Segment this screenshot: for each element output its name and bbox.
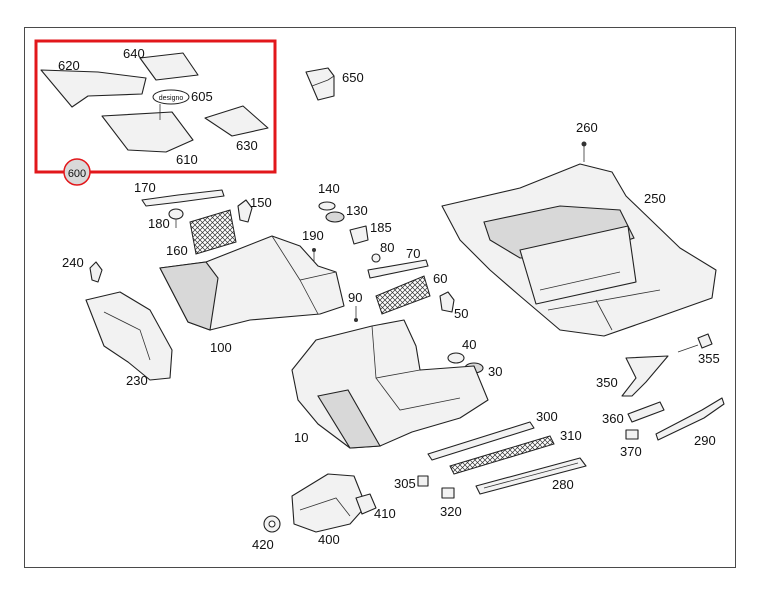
label-620: 620	[58, 58, 80, 73]
label-80: 80	[380, 240, 394, 255]
clip-180[interactable]	[168, 208, 184, 228]
clip-150[interactable]	[237, 199, 253, 223]
clip-50[interactable]	[439, 291, 455, 313]
label-290: 290	[694, 433, 716, 448]
label-355: 355	[698, 351, 720, 366]
screw-190[interactable]	[312, 248, 316, 262]
label-70: 70	[406, 246, 420, 261]
label-50: 50	[454, 306, 468, 321]
label-300: 300	[536, 409, 558, 424]
clip-240[interactable]	[89, 261, 103, 283]
label-605: 605	[191, 89, 213, 104]
floor-mat-630[interactable]	[204, 105, 269, 137]
plug-130[interactable]	[325, 211, 345, 223]
part-labels: 620 640 605 610 630 600 650 260 250 170 …	[58, 46, 720, 552]
label-170: 170	[134, 180, 156, 195]
clip-320[interactable]	[441, 487, 455, 499]
label-260: 260	[576, 120, 598, 135]
label-40: 40	[462, 337, 476, 352]
label-640: 640	[123, 46, 145, 61]
clip-80[interactable]	[371, 253, 381, 263]
bracket-650[interactable]	[305, 67, 335, 101]
clip-360[interactable]	[627, 401, 665, 423]
clip-370[interactable]	[625, 429, 639, 440]
label-310: 310	[560, 428, 582, 443]
label-60: 60	[433, 271, 447, 286]
screw-90[interactable]	[354, 306, 358, 322]
label-250: 250	[644, 191, 666, 206]
label-360: 360	[602, 411, 624, 426]
highlight-box	[34, 39, 277, 174]
label-30: 30	[488, 364, 502, 379]
panel-400[interactable]	[291, 473, 367, 533]
label-610: 610	[176, 152, 198, 167]
label-350: 350	[596, 375, 618, 390]
plug-140[interactable]	[318, 201, 336, 211]
group-badge-600[interactable]	[63, 158, 91, 186]
label-280: 280	[552, 477, 574, 492]
clip-355[interactable]	[677, 333, 713, 353]
label-320: 320	[440, 504, 462, 519]
label-230: 230	[126, 373, 148, 388]
sill-plate-280[interactable]	[475, 457, 587, 495]
label-370: 370	[620, 444, 642, 459]
label-630: 630	[236, 138, 258, 153]
strap-70[interactable]	[367, 259, 429, 279]
label-100: 100	[210, 340, 232, 355]
label-90: 90	[348, 290, 362, 305]
clip-410[interactable]	[355, 493, 377, 515]
label-410: 410	[374, 506, 396, 521]
label-190: 190	[302, 228, 324, 243]
label-160: 160	[166, 243, 188, 258]
label-600: 600	[68, 168, 86, 180]
sill-plate-300[interactable]	[427, 421, 535, 461]
label-180: 180	[148, 216, 170, 231]
strap-170[interactable]	[141, 189, 225, 207]
label-185: 185	[370, 220, 392, 235]
carpet-rear-250[interactable]	[441, 141, 717, 337]
floor-mat-610[interactable]	[101, 104, 194, 153]
label-305: 305	[394, 476, 416, 491]
sill-trim-290[interactable]	[655, 397, 725, 441]
label-240: 240	[62, 255, 84, 270]
floor-mat-620[interactable]	[40, 69, 147, 108]
label-130: 130	[346, 203, 368, 218]
grommet-420[interactable]	[263, 515, 281, 533]
plug-40[interactable]	[447, 352, 465, 364]
floor-mat-640[interactable]	[139, 52, 199, 81]
mesh-160[interactable]	[189, 209, 237, 255]
panel-230[interactable]	[85, 291, 173, 381]
sill-plate-310[interactable]	[449, 435, 555, 475]
emblem-605[interactable]: designo	[152, 89, 190, 105]
label-650: 650	[342, 70, 364, 85]
carpet-main-10[interactable]	[291, 319, 489, 449]
label-420: 420	[252, 537, 274, 552]
emblem-text: designo	[159, 95, 184, 102]
carpet-front-100[interactable]	[159, 235, 345, 331]
label-10: 10	[294, 430, 308, 445]
label-150: 150	[250, 195, 272, 210]
clip-185[interactable]	[349, 225, 369, 245]
label-400: 400	[318, 532, 340, 547]
clip-305[interactable]	[417, 475, 429, 487]
label-140: 140	[318, 181, 340, 196]
mesh-60[interactable]	[375, 275, 431, 315]
sill-trim-350[interactable]	[621, 355, 669, 397]
